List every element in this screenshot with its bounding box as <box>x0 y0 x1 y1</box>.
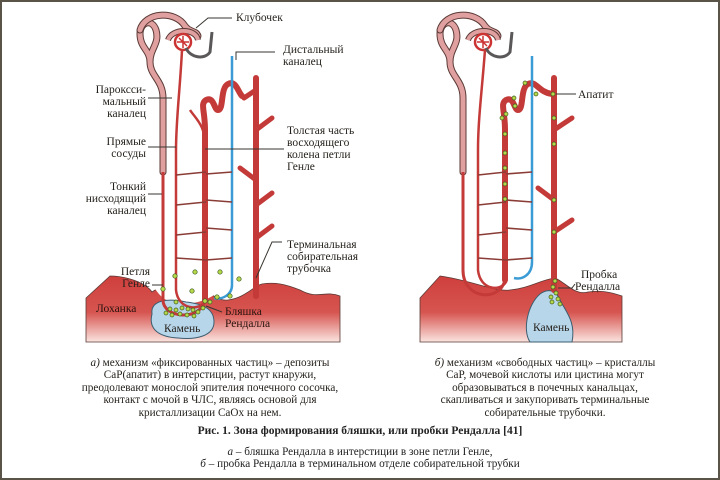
crystals-a <box>160 269 242 319</box>
vasa-recta-b <box>476 49 508 290</box>
label-thin-descending: Тонкий нисходящий каналец <box>85 181 146 217</box>
label-vasa-recta: Прямые сосуды <box>106 136 146 160</box>
diagram-canvas <box>85 11 623 343</box>
label-loop-henle: Петля Генле <box>120 266 150 290</box>
description-a: а) механизм «фиксированных частиц» – деп… <box>81 357 339 419</box>
figure-caption-line-b: б – пробка Рендалла в терминальном отдел… <box>200 458 520 470</box>
label-terminal-collecting: Терминальная собирательная трубочка <box>287 239 359 275</box>
thick-ascending-a <box>200 80 245 303</box>
crystals-b <box>499 80 563 307</box>
label-plaque: Бляшка Рендалла <box>225 306 271 330</box>
capillary-rungs-b <box>477 171 533 261</box>
label-plug: Пробка Рендалла <box>575 269 621 293</box>
thick-ascending-b <box>500 80 555 283</box>
panel-a-diagram <box>85 11 341 343</box>
papilla-gap-a <box>150 270 238 304</box>
label-pelvis: Лоханка <box>96 303 137 315</box>
capillary-rungs-a <box>175 171 233 261</box>
proximal-tubule-b <box>437 20 466 175</box>
vasa-recta-a <box>174 49 208 309</box>
label-stone-a: Камень <box>164 323 201 335</box>
figure-caption-title: Рис. 1. Зона формирования бляшки, или пр… <box>197 425 523 437</box>
label-stone-b: Камень <box>533 322 570 334</box>
label-proximal-tubule: Пароксси- мальный каналец <box>95 84 146 120</box>
panel-b-diagram <box>419 11 623 343</box>
label-apatite: Апатит <box>578 89 614 101</box>
leader-lines-a <box>148 17 284 313</box>
distal-tubule-b <box>513 56 534 280</box>
description-b: б) механизм «свободных частиц» – кристал… <box>434 357 656 419</box>
figure-caption-line-a: а – бляшка Рендалла в интерстиции в зоне… <box>227 446 493 458</box>
label-thick-ascending: Толстая часть восходящего колена петли Г… <box>287 125 355 173</box>
label-glomerulus: Клубочек <box>236 12 283 24</box>
leader-lines-b <box>556 93 576 289</box>
label-distal-tubule: Дистальный каналец <box>283 44 344 68</box>
